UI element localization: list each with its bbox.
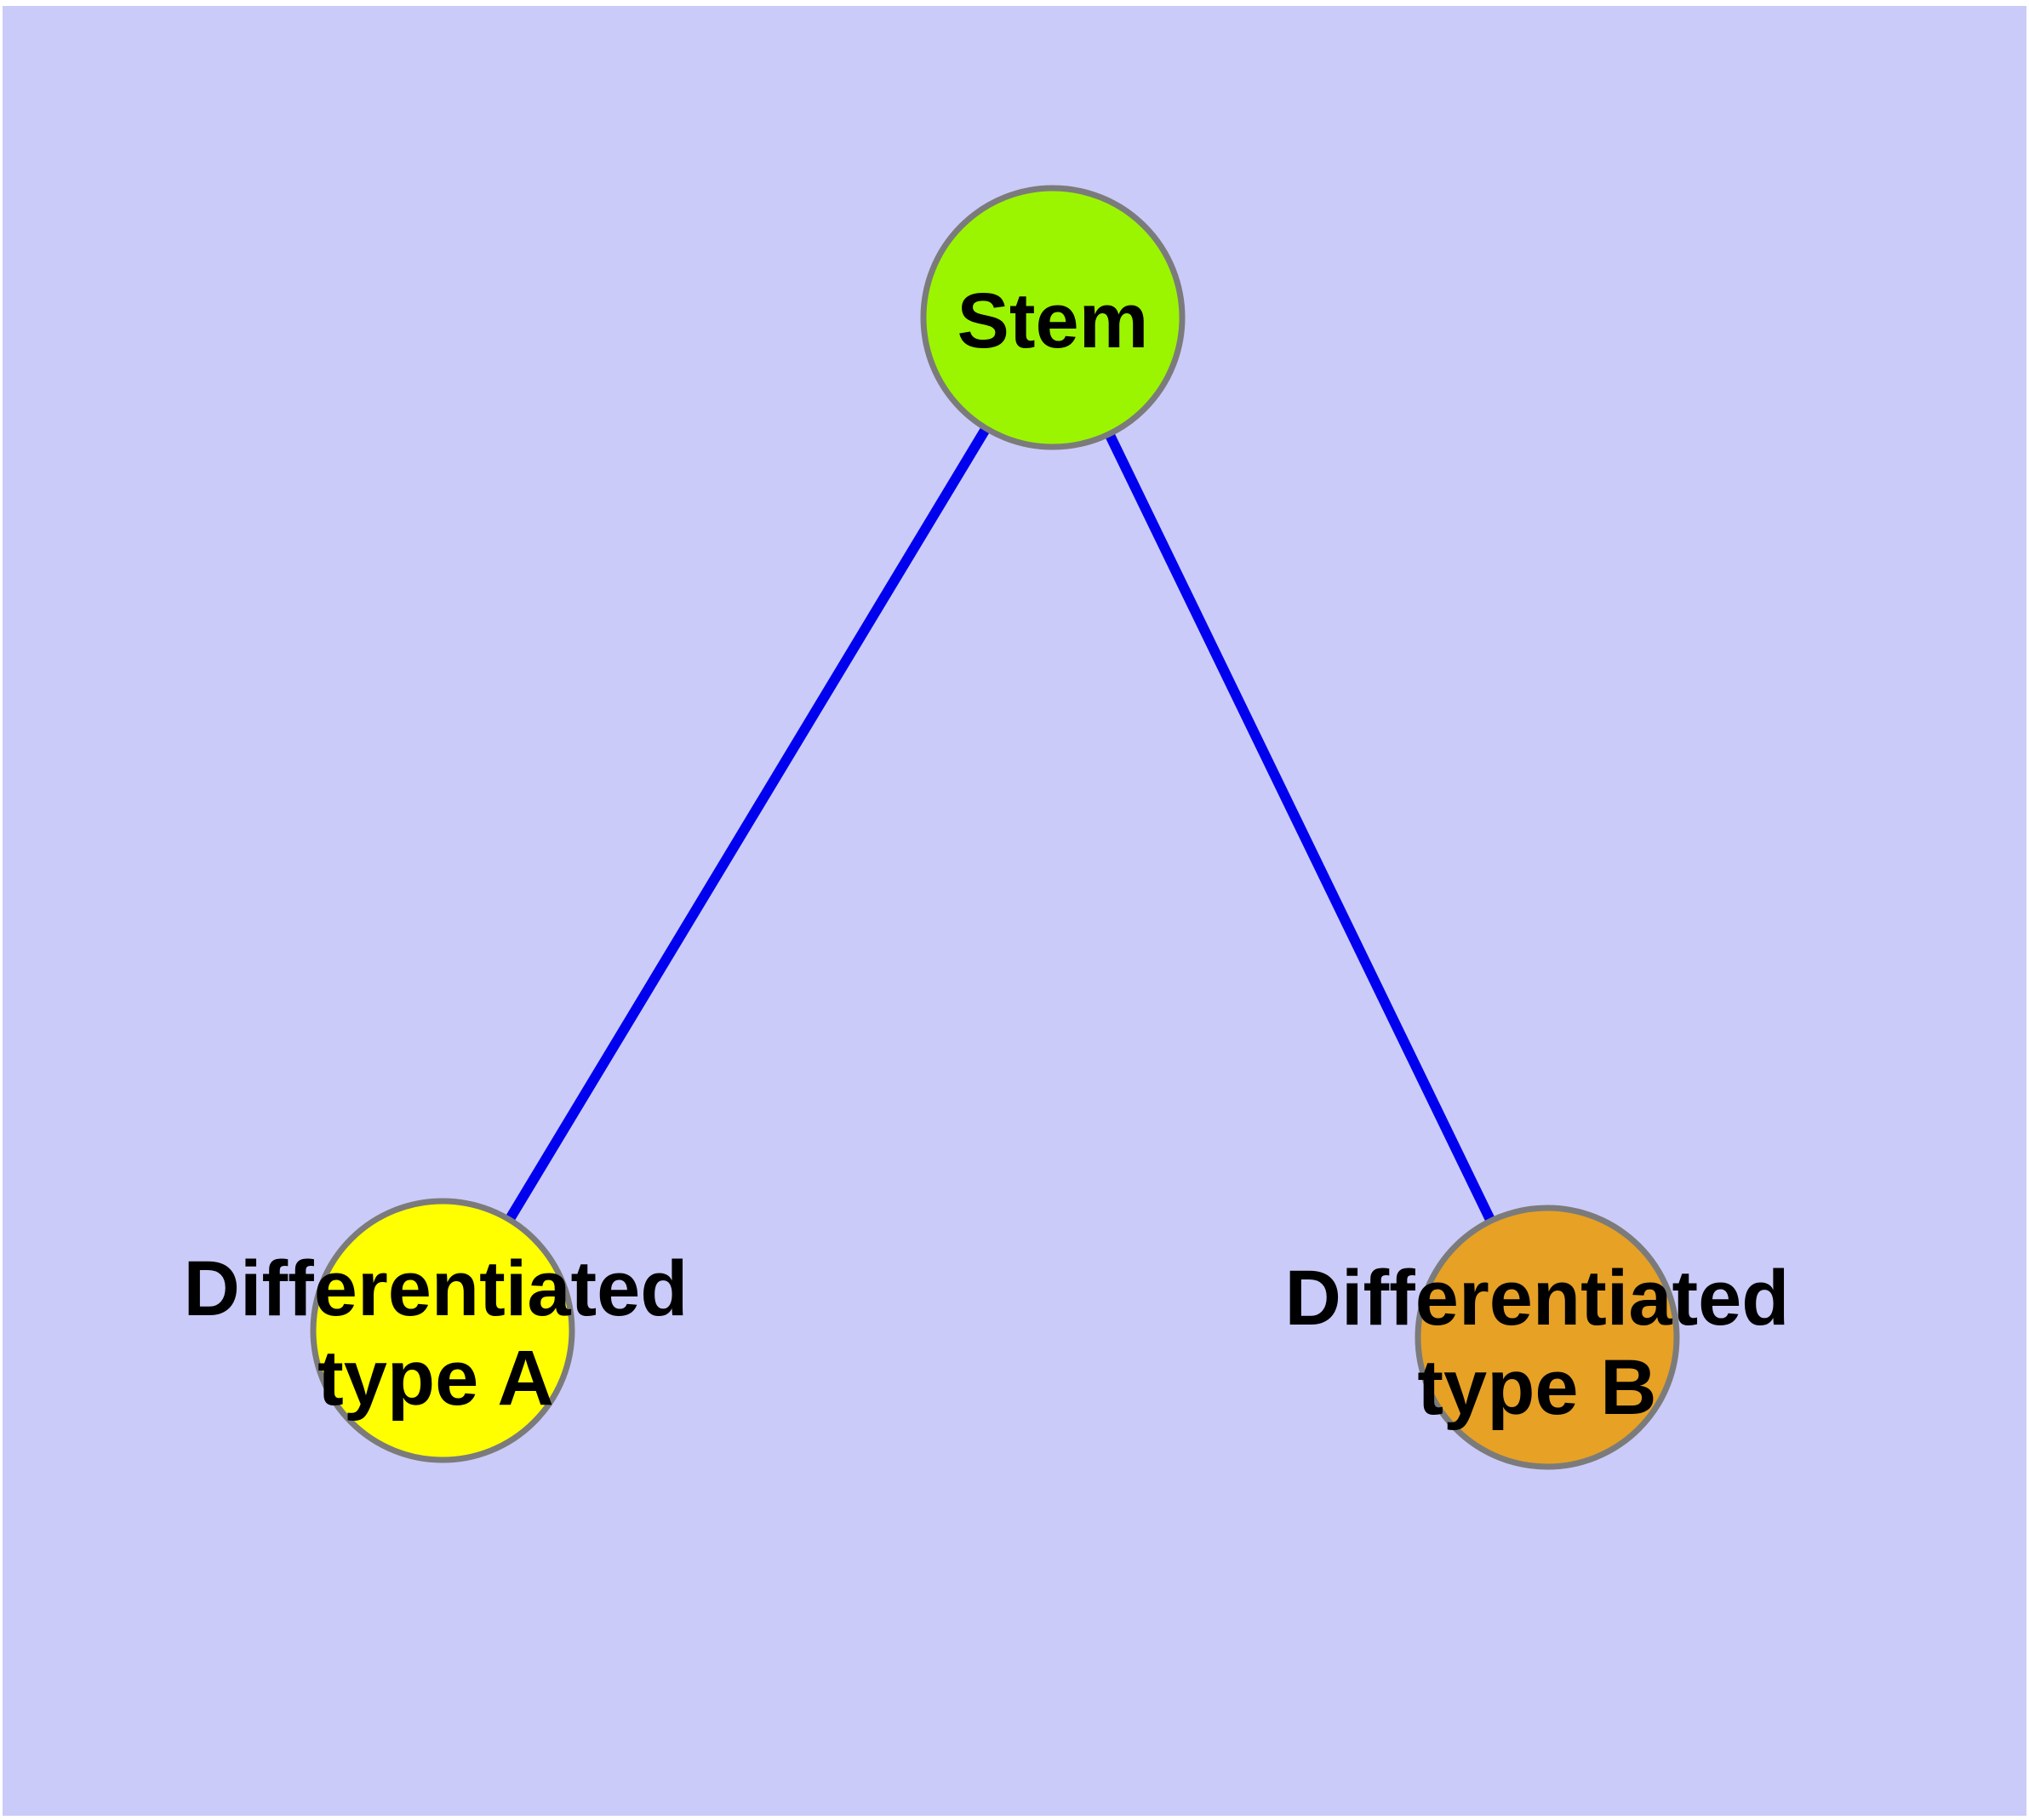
edge-stem-to-type-a (437, 314, 1058, 1334)
node-type-b-label-line2: type B (1417, 1344, 1656, 1431)
node-stem-label: Stem (957, 278, 1149, 364)
node-type-a-label-line1: Differentiated (184, 1245, 689, 1332)
node-differentiated-type-a (310, 1198, 575, 1463)
node-stem (920, 185, 1186, 450)
node-differentiated-type-b (1415, 1205, 1680, 1470)
edge-stem-to-type-b (1048, 315, 1552, 1340)
node-type-b-label-line1: Differentiated (1285, 1255, 1790, 1342)
node-type-a-label-line2: type A (317, 1335, 554, 1422)
